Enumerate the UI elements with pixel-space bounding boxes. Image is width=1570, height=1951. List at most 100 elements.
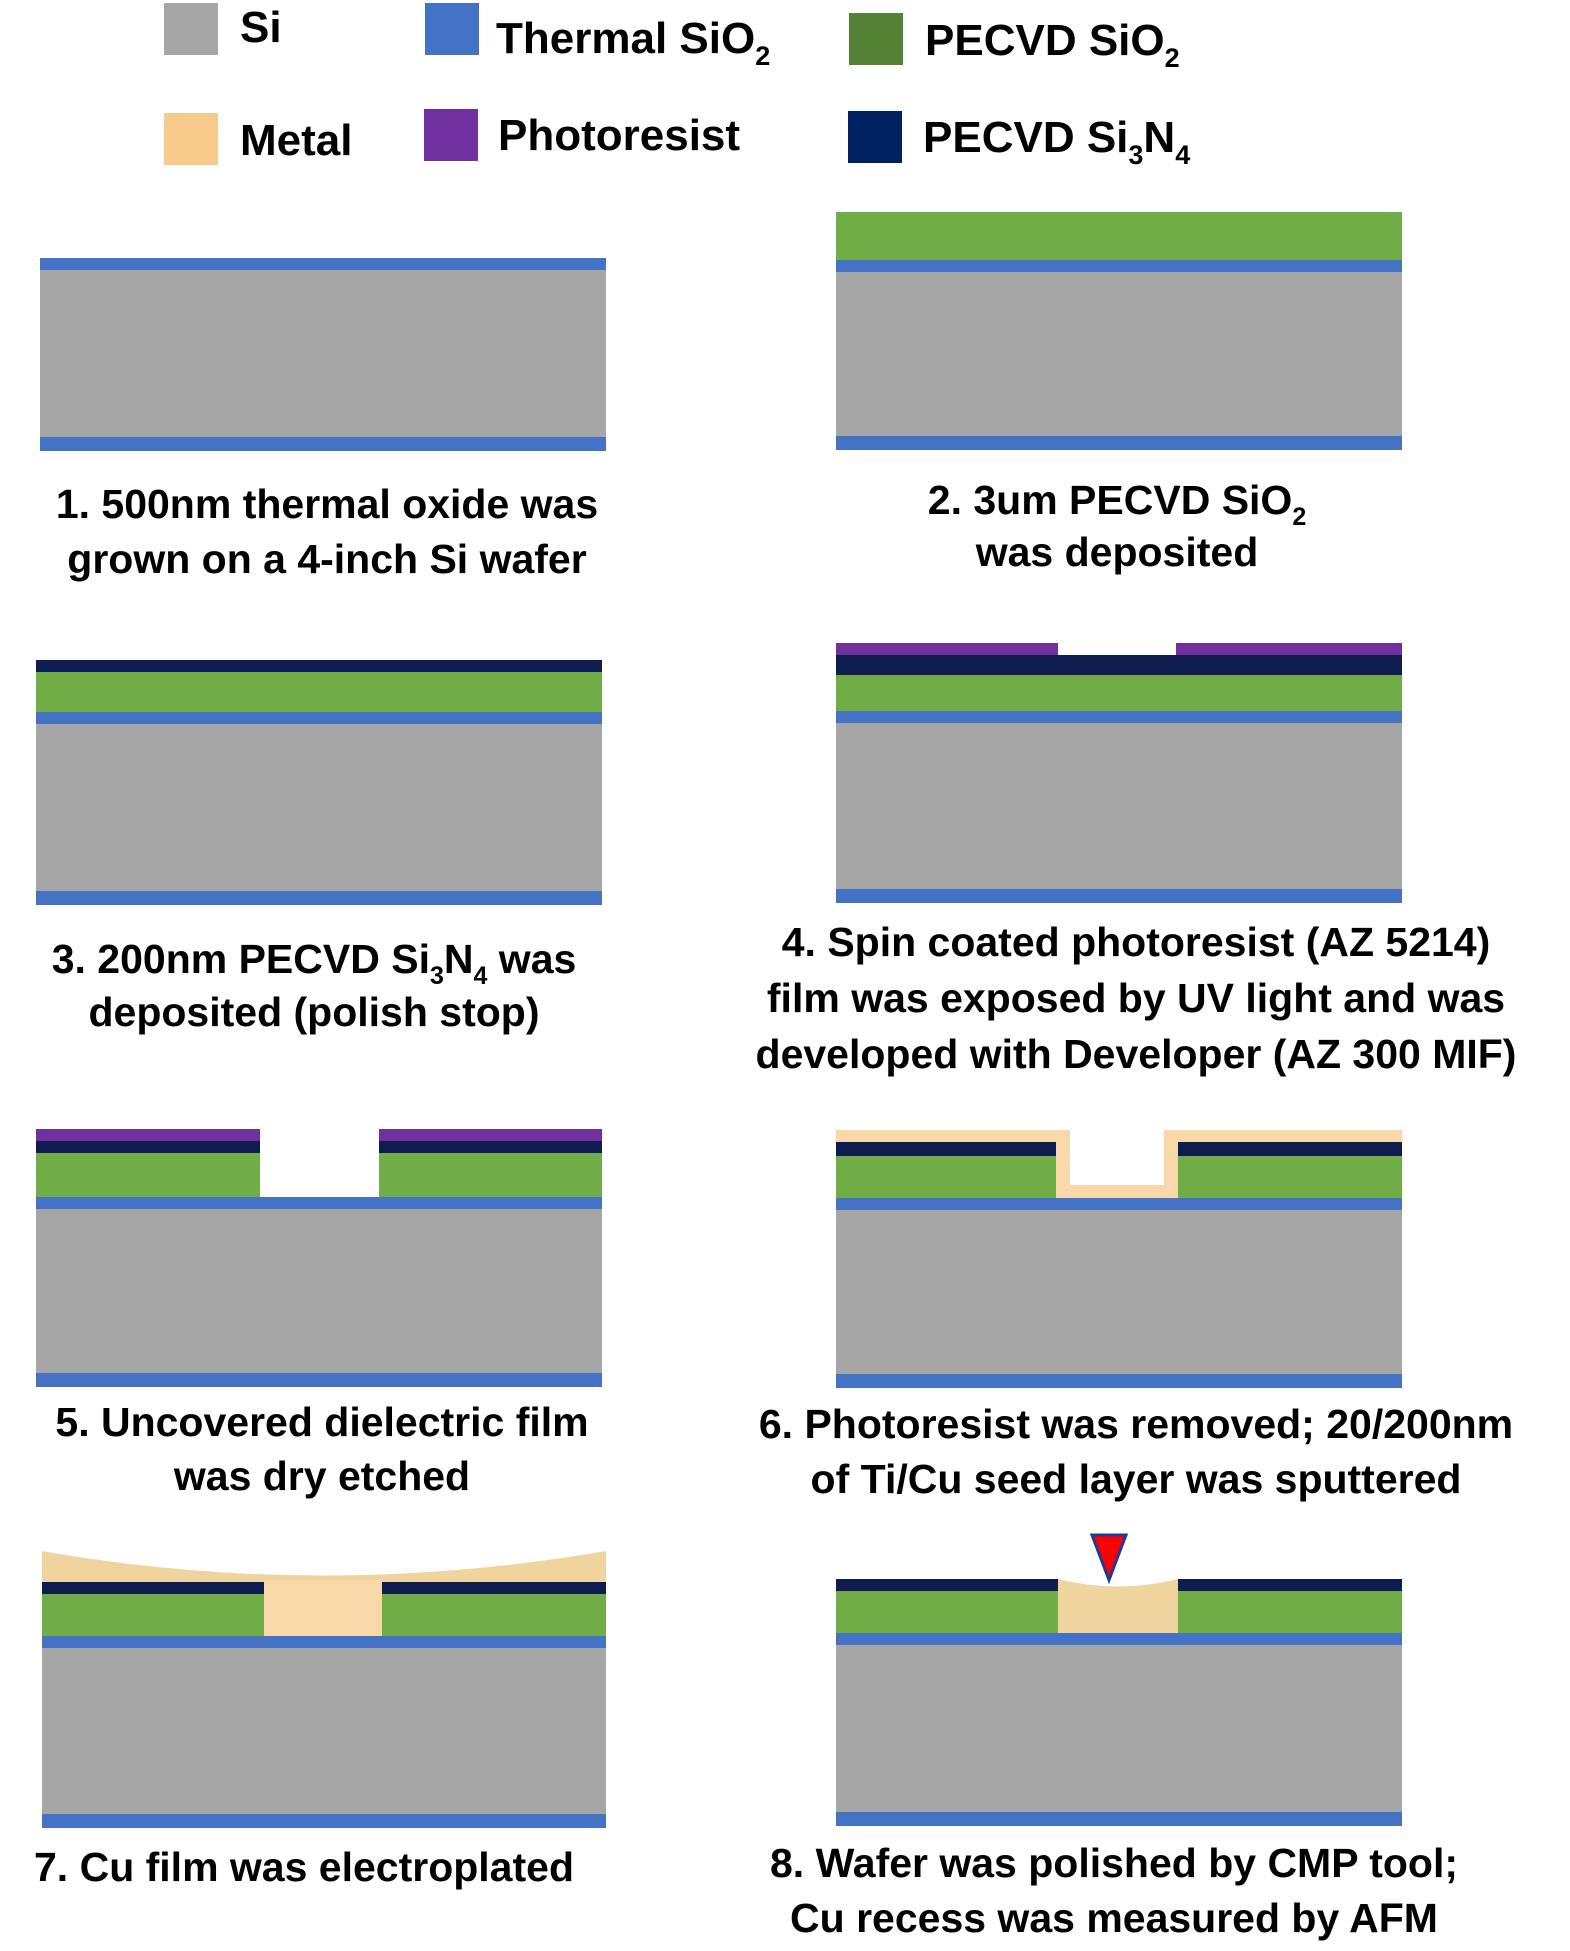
- legend-label-pecvd_sio2: PECVD SiO2: [925, 16, 1180, 73]
- thermal-oxide-bottom: [40, 437, 606, 451]
- step-1-caption: 1. 500nm thermal oxide was grown on a 4-i…: [56, 481, 598, 582]
- si-substrate: [836, 1645, 1402, 1812]
- step-2-caption-line-2: was deposited: [975, 529, 1259, 575]
- afm-tip-marker: [1089, 1533, 1129, 1585]
- thermal-oxide-top: [836, 1633, 1402, 1645]
- pecvd-sio2-left: [36, 1153, 260, 1197]
- cu-overburden: [42, 1551, 606, 1582]
- pecvd-sio2-right: [1178, 1156, 1402, 1198]
- step-6-caption: 6. Photoresist was removed; 20/200nm of T…: [759, 1401, 1513, 1502]
- legend-label-pecvd_sin: PECVD Si3N4: [923, 113, 1190, 170]
- thermal-oxide-top: [36, 712, 602, 724]
- step-5-panel: [36, 1129, 602, 1387]
- thermal-oxide-bottom: [836, 1374, 1402, 1388]
- photoresist-right: [379, 1129, 602, 1141]
- thermal-oxide-bottom: [42, 1814, 606, 1828]
- legend-item-photoresist: Photoresist: [424, 109, 740, 161]
- legend-item-pecvd_sin: PECVD Si3N4: [848, 111, 1190, 170]
- step-8-caption-line-2: Cu recess was measured by AFM: [790, 1895, 1438, 1941]
- photoresist-left: [836, 643, 1058, 657]
- seed-layer: [836, 1130, 1402, 1198]
- step-7-caption-line-1: 7. Cu film was electroplated: [34, 1844, 574, 1890]
- step-2-caption-line-1: 2. 3um PECVD SiO2: [928, 477, 1306, 531]
- legend-label-photoresist: Photoresist: [498, 111, 740, 160]
- cu-recessed-fill: [1058, 1579, 1178, 1633]
- si-substrate: [36, 1209, 602, 1373]
- si-substrate: [836, 723, 1402, 889]
- legend-swatch-si: [164, 3, 218, 55]
- pecvd-sin-left: [36, 1141, 260, 1153]
- photoresist-left: [36, 1129, 260, 1141]
- step-8-caption: 8. Wafer was polished by CMP tool; Cu rec…: [770, 1840, 1458, 1941]
- thermal-oxide-top: [42, 1636, 606, 1648]
- legend-item-metal: Metal: [164, 113, 352, 165]
- step-5-caption-line-1: 5. Uncovered dielectric film: [55, 1399, 588, 1445]
- step-3-caption-line-1: 3. 200nm PECVD Si3N4 was: [52, 936, 577, 990]
- step-4-caption: 4. Spin coated photoresist (AZ 5214)film…: [756, 919, 1517, 1077]
- legend-swatch-photoresist: [424, 109, 478, 161]
- pecvd-sio2-left: [42, 1594, 264, 1636]
- photoresist-right: [1176, 643, 1402, 657]
- step-7-panel: [42, 1551, 606, 1828]
- pecvd-sin-left: [836, 1142, 1056, 1156]
- pecvd-sio2-left: [836, 1156, 1056, 1198]
- step-6-caption-line-1: 6. Photoresist was removed; 20/200nm: [759, 1401, 1513, 1447]
- step-6-caption-line-2: of Ti/Cu seed layer was sputtered: [811, 1456, 1462, 1502]
- step-4-panel: [836, 643, 1402, 903]
- step-8-panel: [836, 1533, 1402, 1826]
- legend-label-si: Si: [240, 3, 282, 52]
- pecvd-sio2-layer: [836, 212, 1402, 262]
- step-8-caption-line-1: 8. Wafer was polished by CMP tool;: [770, 1840, 1458, 1886]
- legend-item-si: Si: [164, 3, 282, 55]
- si-substrate: [42, 1648, 606, 1814]
- si-substrate: [836, 272, 1402, 436]
- step-3-panel: [36, 660, 602, 905]
- legend-item-pecvd_sio2: PECVD SiO2: [849, 13, 1180, 73]
- pecvd-sin-right: [379, 1141, 602, 1153]
- legend-swatch-pecvd_sin: [848, 111, 902, 163]
- step-4-caption-line-3: developed with Developer (AZ 300 MIF): [756, 1031, 1517, 1077]
- step-2-panel: [836, 212, 1402, 450]
- thermal-oxide-bottom: [36, 891, 602, 905]
- pecvd-sio2-right: [382, 1594, 606, 1636]
- si-substrate: [36, 724, 602, 891]
- step-1-caption-line-2: grown on a 4-inch Si wafer: [67, 536, 586, 582]
- step-6-panel: [836, 1130, 1402, 1388]
- pecvd-sin-layer: [36, 660, 602, 672]
- legend-swatch-metal: [164, 113, 218, 165]
- thermal-oxide-top: [836, 260, 1402, 272]
- pecvd-sio2-layer: [836, 675, 1402, 711]
- pecvd-sio2-layer: [36, 672, 602, 712]
- pecvd-sio2-left: [836, 1591, 1058, 1633]
- thermal-oxide-bottom: [836, 889, 1402, 903]
- step-3-caption-line-2: deposited (polish stop): [89, 989, 540, 1035]
- legend-label-thermal: Thermal SiO2: [496, 14, 770, 71]
- thermal-oxide-bottom: [836, 436, 1402, 450]
- pecvd-sin-right: [1178, 1142, 1402, 1156]
- cu-fill: [264, 1580, 382, 1636]
- si-substrate: [836, 1210, 1402, 1374]
- legend-label-metal: Metal: [240, 116, 352, 165]
- step-4-caption-line-1: 4. Spin coated photoresist (AZ 5214): [782, 919, 1491, 965]
- step-1-caption-line-1: 1. 500nm thermal oxide was: [56, 481, 598, 527]
- si-substrate: [40, 270, 606, 437]
- thermal-oxide-top: [40, 258, 606, 270]
- pecvd-sin-right: [1178, 1579, 1402, 1591]
- pecvd-sio2-right: [1178, 1591, 1402, 1633]
- legend-swatch-pecvd_sio2: [849, 13, 903, 65]
- thermal-oxide-top: [836, 1198, 1402, 1210]
- thermal-oxide-top: [836, 711, 1402, 723]
- pecvd-sin-layer: [836, 655, 1402, 675]
- legend-swatch-thermal: [425, 3, 479, 55]
- legend-item-thermal: Thermal SiO2: [425, 3, 770, 71]
- pecvd-sin-left: [836, 1579, 1058, 1591]
- thermal-oxide-bottom: [36, 1373, 602, 1387]
- thermal-oxide-top: [36, 1197, 602, 1209]
- thermal-oxide-bottom: [836, 1812, 1402, 1826]
- step-1-panel: [40, 258, 606, 451]
